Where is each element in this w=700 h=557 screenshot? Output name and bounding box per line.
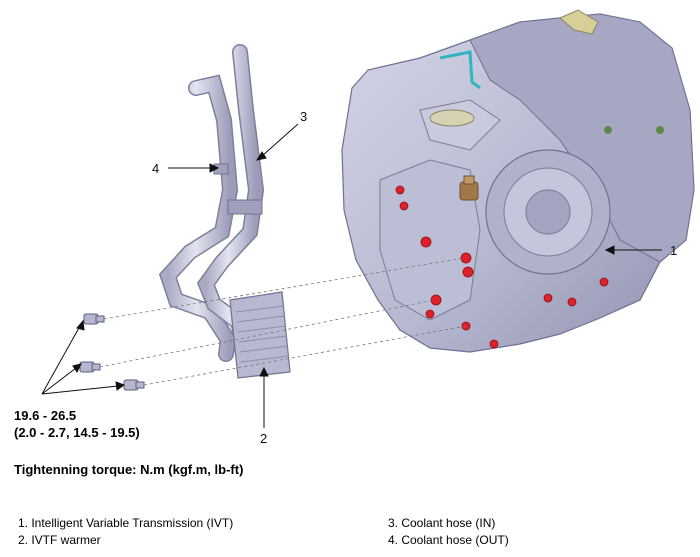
legend-item-4: 4. Coolant hose (OUT)	[388, 533, 509, 547]
callout-2: 2	[260, 431, 267, 446]
torque-value-nm: 19.6 - 26.5	[14, 408, 77, 423]
callout-3: 3	[300, 109, 307, 124]
torque-spec: 19.6 - 26.5 (2.0 - 2.7, 14.5 - 19.5)	[14, 407, 140, 441]
legend-item-3: 3. Coolant hose (IN)	[388, 516, 496, 530]
torque-value-alt: (2.0 - 2.7, 14.5 - 19.5)	[14, 425, 140, 440]
legend-right: 3. Coolant hose (IN) 4. Coolant hose (OU…	[388, 515, 509, 549]
torque-unit-caption: Tightenning torque: N.m (kgf.m, lb-ft)	[14, 462, 244, 477]
bolt-upper	[83, 313, 105, 325]
callout-4: 4	[152, 161, 159, 176]
legend-item-2: 2. IVTF warmer	[18, 533, 101, 547]
bolt-lower	[123, 379, 145, 391]
transmission-housing	[341, 9, 695, 353]
legend-left: 1. Intelligent Variable Transmission (IV…	[18, 515, 233, 549]
leader-lines	[41, 123, 662, 428]
bolts	[79, 313, 145, 391]
bolt-middle	[79, 361, 101, 373]
coolant-hoses	[158, 44, 265, 362]
callout-1: 1	[670, 243, 677, 258]
legend-item-1: 1. Intelligent Variable Transmission (IV…	[18, 516, 234, 530]
alignment-lines	[99, 257, 467, 386]
